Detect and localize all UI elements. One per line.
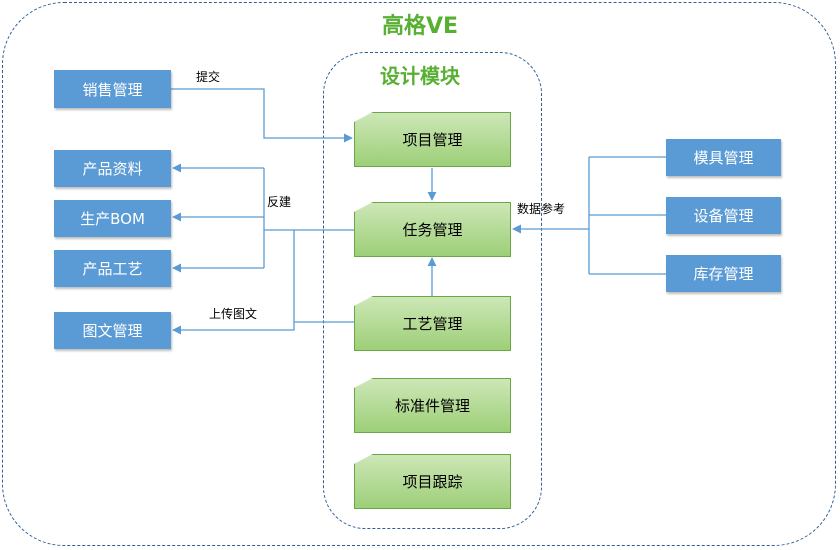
- data-reference-label: 数据参考: [517, 202, 566, 216]
- project-tracking-module: 项目跟踪: [354, 454, 511, 509]
- standard-parts-module: 标准件管理: [354, 378, 511, 433]
- task-management-module: 任务管理: [354, 202, 511, 257]
- upload-connector: [172, 321, 354, 335]
- production-bom-box: 生产BOM: [54, 200, 171, 237]
- feedback-build-label: 反建: [267, 195, 292, 209]
- mold-management-box: 模具管理: [666, 139, 781, 176]
- module-title: 设计模块: [380, 64, 460, 88]
- system-title: 高格VE: [381, 14, 459, 39]
- project-management-module: 项目管理: [354, 112, 511, 167]
- process-management-module: 工艺管理: [354, 296, 511, 351]
- product-process-box: 产品工艺: [54, 250, 171, 287]
- sales-management-box: 销售管理: [54, 70, 171, 108]
- inventory-management-box: 库存管理: [666, 255, 781, 292]
- design-module-boundary: [323, 52, 542, 529]
- upload-drawings-label: 上传图文: [209, 307, 258, 321]
- product-data-box: 产品资料: [54, 150, 171, 187]
- drawing-docs-box: 图文管理: [54, 312, 171, 349]
- submit-label: 提交: [196, 70, 221, 84]
- equipment-management-box: 设备管理: [666, 197, 781, 234]
- submit-connector: [171, 88, 353, 143]
